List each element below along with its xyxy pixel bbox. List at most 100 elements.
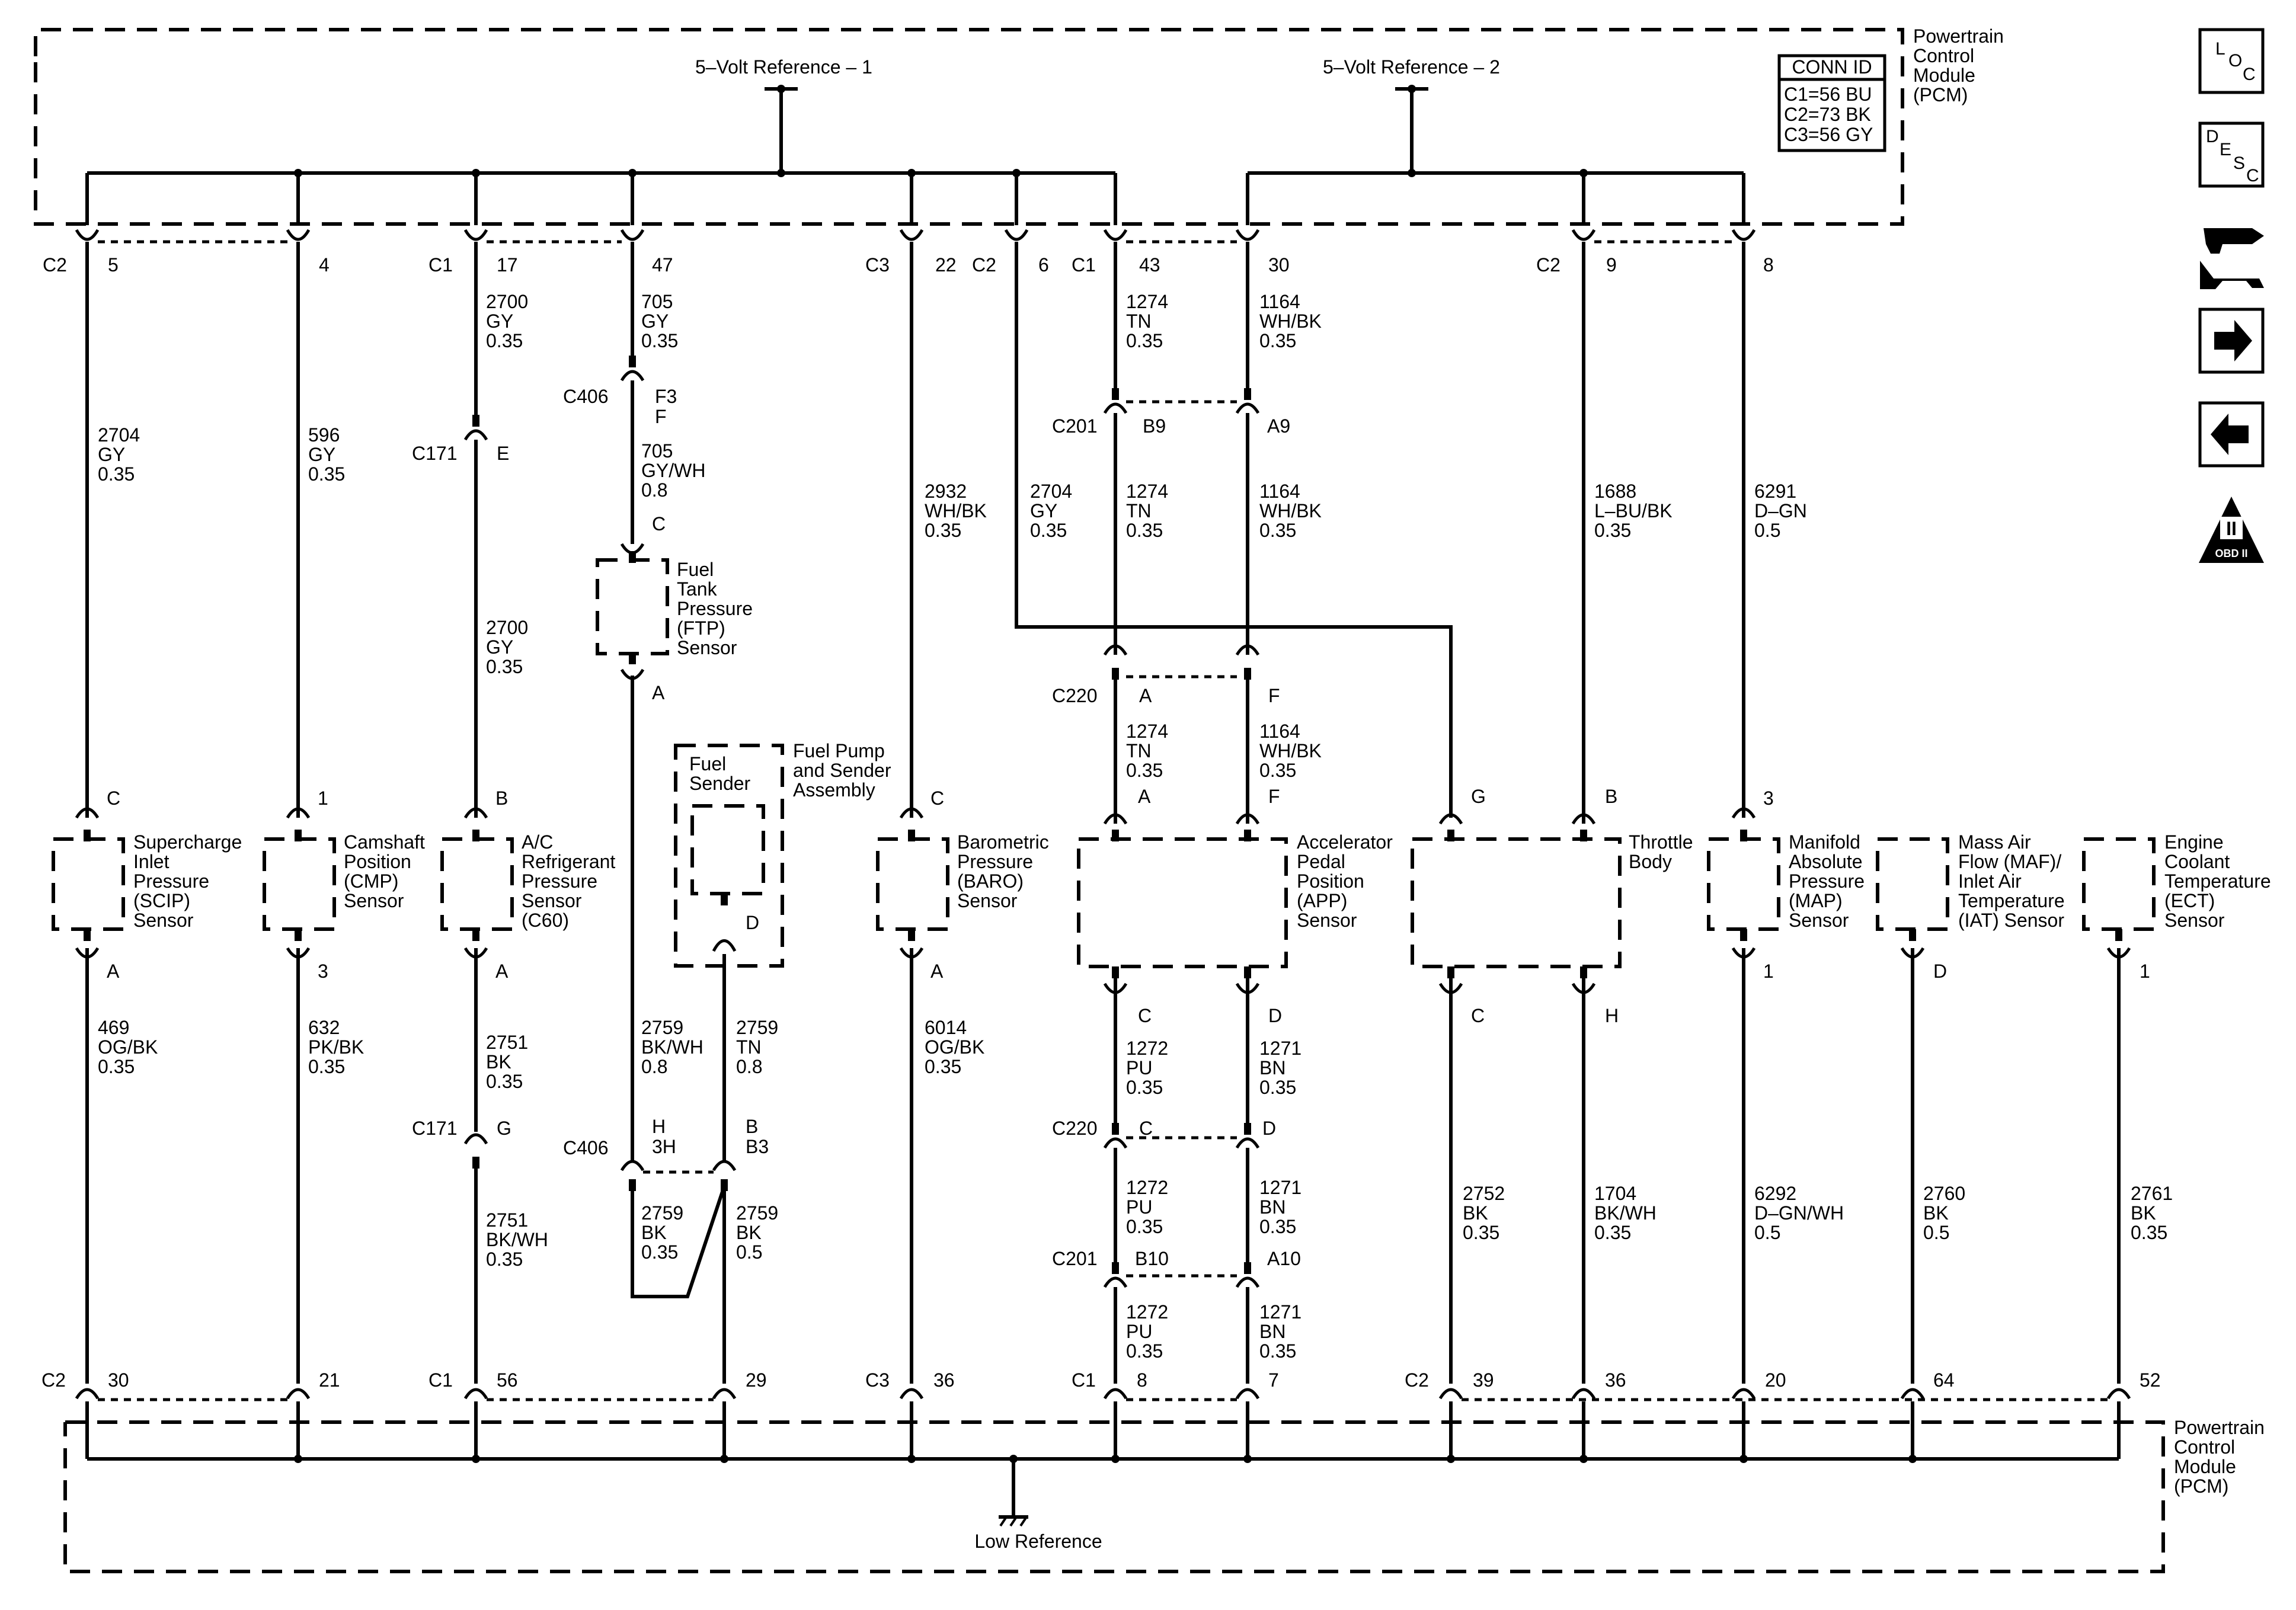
pcm-bottom-title-4: (PCM) [2174, 1475, 2228, 1497]
diagram-label: 2700 [486, 617, 528, 638]
five-volt-reference-1-label: 5–Volt Reference – 1 [695, 56, 872, 78]
connector-wrench-icon[interactable] [2200, 228, 2264, 289]
diagram-label: 0.35 [308, 1056, 345, 1077]
diagram-label: C [1471, 1005, 1485, 1026]
diagram-label: 1164 [1259, 291, 1300, 312]
diagram-label: H [652, 1116, 666, 1137]
diagram-label: L–BU/BK [1594, 500, 1673, 521]
diagram-label: PU [1126, 1057, 1152, 1078]
diagram-label: TN [1126, 311, 1152, 332]
diagram-label: TN [1126, 740, 1152, 761]
diagram-label: Sensor [2164, 910, 2225, 931]
arrow-left-icon[interactable] [2198, 401, 2265, 468]
diagram-label: 2759 [641, 1202, 683, 1224]
diagram-label: II [2226, 518, 2237, 539]
diagram-label: 0.35 [1594, 1222, 1631, 1243]
diagram-label: Coolant [2164, 851, 2230, 872]
loc-button-icon[interactable]: L O C [2198, 28, 2265, 94]
diagram-label: C2 [43, 254, 67, 276]
wire-circuit: 2704 [98, 424, 140, 446]
diagram-label: 0.35 [1259, 760, 1296, 781]
top-pin: 47 [620, 229, 673, 276]
diagram-label: 0.35 [925, 1056, 961, 1077]
diagram-label: 0.35 [641, 1241, 678, 1263]
diagram-label: BK/WH [1594, 1202, 1657, 1224]
diagram-label: 36 [933, 1369, 955, 1391]
diagram-label: 0.5 [1923, 1222, 1949, 1243]
app-sensor: A F C D Accelerator Pedal Position (APP)… [1077, 786, 1393, 1026]
diagram-label: 0.8 [736, 1056, 762, 1077]
diagram-label: A [107, 961, 120, 982]
pcm-bottom-title-1: Powertrain [2174, 1417, 2265, 1438]
diagram-label: 0.5 [736, 1241, 762, 1263]
diagram-label: 21 [319, 1369, 340, 1391]
desc-button-icon[interactable]: D E S C [2198, 121, 2265, 188]
diagram-label: BK [1463, 1202, 1488, 1224]
diagram-label: S [2233, 153, 2245, 173]
wire-labels: 2704 GY 0.35 596 GY 0.35 2700 GY 0.35 27… [98, 291, 2173, 1362]
diagram-label: TN [736, 1036, 762, 1058]
diagram-label: 1 [1763, 961, 1774, 982]
diagram-label: Sensor [344, 890, 404, 911]
diagram-label: (ECT) [2164, 890, 2215, 911]
diagram-label: 47 [652, 254, 673, 276]
diagram-label: 4 [319, 254, 330, 276]
diagram-label: 9 [1606, 254, 1617, 276]
diagram-label: L [2215, 39, 2225, 59]
obd-ii-icon[interactable]: II OBD II [2199, 497, 2264, 563]
diagram-label: 0.35 [925, 520, 961, 541]
diagram-label: A/C [522, 831, 553, 853]
diagram-label: D [1268, 1005, 1282, 1026]
pcm-top-title-1: Powertrain [1913, 25, 2004, 47]
ect-sensor: 1 Engine Coolant Temperature (ECT) Senso… [2082, 831, 2271, 982]
diagram-label: 2759 [641, 1017, 683, 1038]
diagram-label: 0.35 [1259, 330, 1296, 351]
ftp-pin-c: C [620, 513, 666, 563]
diagram-label: Manifold [1789, 831, 1860, 853]
diagram-label: 1272 [1126, 1301, 1168, 1323]
diagram-label: 1274 [1126, 481, 1168, 502]
diagram-label: 64 [1933, 1369, 1955, 1391]
scip-sensor: C A Supercharge Inlet Pressure (SCIP) Se… [52, 788, 242, 982]
arrow-right-icon[interactable] [2198, 308, 2265, 374]
diagram-label: Temperature [1958, 890, 2065, 911]
diagram-label: 0.35 [1126, 760, 1163, 781]
connector-c171-e: C171 E [412, 415, 509, 464]
diagram-label: F3 [655, 386, 677, 407]
diagram-label: C1 [428, 254, 453, 276]
diagram-label: B [746, 1116, 758, 1137]
diagram-label: C1 [1072, 1369, 1096, 1391]
diagram-label: (CMP) [344, 870, 398, 892]
diagram-label: C [1139, 1118, 1153, 1139]
ground-icon [999, 1459, 1028, 1527]
connector-c406-f3: C406 F3 F [563, 356, 677, 427]
conn-id-c1: C1=56 BU [1784, 84, 1872, 105]
diagram-label: Fuel Pump [793, 740, 885, 761]
diagram-label: B [1605, 786, 1617, 807]
diagram-label: D [1262, 1118, 1276, 1139]
conn-id-c3: C3=56 GY [1784, 124, 1873, 145]
diagram-label: 0.35 [1259, 1077, 1296, 1098]
diagram-label: D [746, 912, 759, 933]
fuel-pump-sender-assembly: D Fuel Sender Fuel Pump and Sender Assem… [674, 740, 891, 968]
diagram-label: A [1138, 786, 1151, 807]
diagram-label: BN [1259, 1196, 1285, 1218]
top-pin: 4 [286, 229, 330, 276]
diagram-label: Fuel [677, 559, 714, 580]
connector-c201-top: C201 B9 A9 [1052, 388, 1290, 437]
diagram-label: C171 [412, 1118, 458, 1139]
diagram-label: (FTP) [677, 617, 725, 639]
diagram-label: C [2246, 166, 2259, 185]
diagram-label: 0.35 [1126, 1340, 1163, 1362]
diagram-label: 52 [2140, 1369, 2161, 1391]
nav-toolbar: L O C D E S C II OBD II [2198, 28, 2265, 563]
conn-id-table: CONN ID C1=56 BU C2=73 BK C3=56 GY [1777, 54, 1886, 152]
pcm-bottom-title-3: Module [2174, 1456, 2236, 1477]
diagram-label: F [1268, 685, 1280, 706]
diagram-label: Assembly [793, 779, 875, 801]
pcm-top-title-3: Module [1913, 65, 1975, 86]
diagram-label: 0.8 [641, 479, 667, 501]
diagram-label: 0.35 [486, 330, 523, 351]
